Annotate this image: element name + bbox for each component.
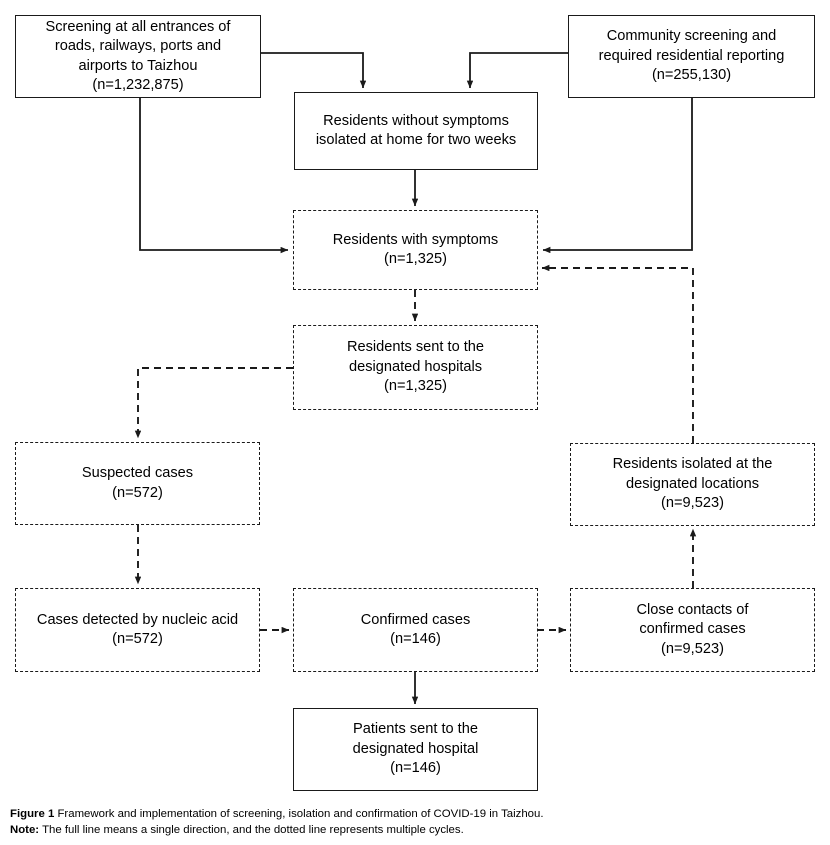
node-line: (n=1,325) [384, 378, 447, 395]
node-line: Screening at all entrances of [45, 18, 231, 35]
node-line: (n=9,523) [661, 640, 724, 657]
node-line: airports to Taizhou [78, 57, 198, 74]
node-line: designated hospital [352, 740, 479, 757]
note-row: Note: The full line means a single direc… [10, 822, 822, 838]
node-line: (n=255,130) [651, 67, 732, 84]
node-line: (n=1,325) [384, 251, 447, 267]
node-line: Residents without symptoms [323, 112, 509, 129]
edge-sent-hospitals-to-suspected [134, 367, 293, 439]
figure-caption: Figure 1 Framework and implementation of… [10, 806, 822, 838]
edge-isolated-locations-to-with-symptoms [541, 264, 694, 443]
node-line: Residents isolated at the [612, 456, 773, 473]
node-suspected-cases: Suspected cases (n=572) [15, 442, 260, 525]
node-line: Residents sent to the [346, 339, 485, 356]
node-community-screening: Community screening and required residen… [568, 15, 815, 98]
caption-text: Framework and implementation of screenin… [54, 808, 544, 820]
node-line: Patients sent to the [353, 721, 478, 738]
node-line: (n=1,232,875) [92, 76, 184, 93]
node-line: designated hospitals [348, 358, 483, 375]
node-line: Confirmed cases [360, 611, 471, 628]
edge-screening-to-with-symptoms [139, 98, 289, 254]
node-line: confirmed cases [639, 621, 746, 638]
edge-community-to-without-symptoms [466, 52, 568, 89]
node-screening-at-entrances: Screening at all entrances of roads, rai… [15, 15, 261, 98]
node-line: Residents with symptoms [332, 231, 499, 248]
node-line: Suspected cases [81, 465, 194, 482]
note-label: Note: [10, 824, 40, 837]
caption-row: Figure 1 Framework and implementation of… [10, 806, 822, 822]
node-line: (n=9,523) [661, 495, 724, 512]
node-residents-without-symptoms: Residents without symptoms isolated at h… [294, 92, 538, 170]
caption-label: Figure 1 [10, 808, 55, 820]
node-line: isolated at home for two weeks [315, 132, 517, 148]
node-line: designated locations [625, 475, 760, 492]
node-line: Community screening and [606, 28, 777, 45]
node-close-contacts: Close contacts of confirmed cases (n=9,5… [570, 588, 815, 672]
node-line: (n=572) [112, 631, 163, 647]
node-line: roads, railways, ports and [54, 38, 222, 55]
note-text: The full line means a single direction, … [39, 824, 464, 837]
node-patients-sent-to-hospital: Patients sent to the designated hospital… [293, 708, 538, 791]
node-line: (n=572) [112, 484, 163, 501]
edge-community-to-with-symptoms [542, 98, 693, 254]
node-residents-with-symptoms: Residents with symptoms (n=1,325) [293, 210, 538, 290]
node-line: (n=146) [390, 760, 441, 777]
node-line: (n=146) [390, 631, 441, 647]
node-line: required residential reporting [598, 47, 785, 64]
node-residents-isolated-locations: Residents isolated at the designated loc… [570, 443, 815, 526]
node-confirmed-cases: Confirmed cases (n=146) [293, 588, 538, 672]
node-line: Cases detected by nucleic acid [36, 611, 239, 628]
node-residents-sent-to-hospitals: Residents sent to the designated hospita… [293, 325, 538, 410]
node-cases-detected-nucleic-acid: Cases detected by nucleic acid (n=572) [15, 588, 260, 672]
edge-screening-to-without-symptoms [261, 52, 367, 89]
node-line: Close contacts of [636, 601, 749, 618]
